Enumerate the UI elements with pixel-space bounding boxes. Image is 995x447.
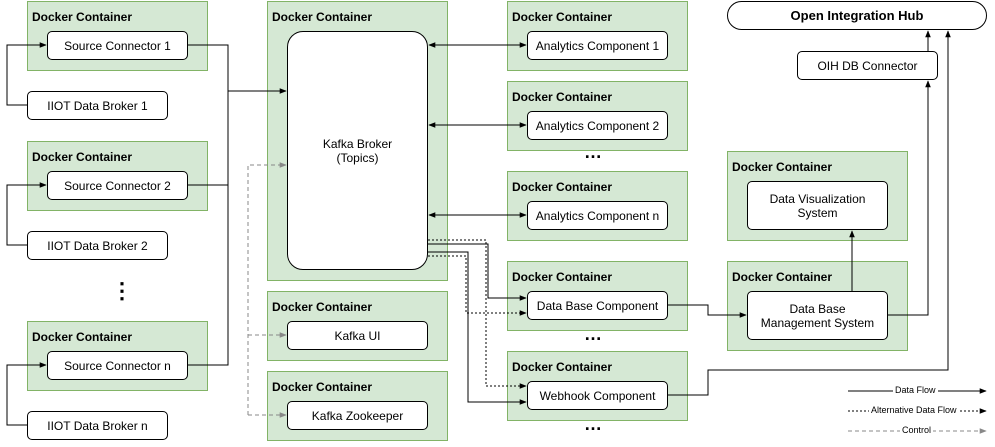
container-title: Docker Container	[272, 10, 373, 24]
container-title: Docker Container	[512, 90, 613, 104]
analytics-component-n[interactable]: Analytics Component n	[527, 201, 668, 230]
legend-data-flow-label: Data Flow	[893, 385, 938, 395]
kafka-ui[interactable]: Kafka UI	[287, 321, 428, 350]
iiot-data-broker-2[interactable]: IIOT Data Broker 2	[27, 231, 168, 260]
container-title: Docker Container	[732, 270, 833, 284]
container-title: Docker Container	[32, 10, 133, 24]
database-component[interactable]: Data Base Component	[527, 291, 668, 320]
iiot-data-broker-n[interactable]: IIOT Data Broker n	[27, 411, 168, 440]
container-title: Docker Container	[32, 150, 133, 164]
database-management-system[interactable]: Data Base Management System	[747, 291, 888, 340]
container-title: Docker Container	[512, 360, 613, 374]
container-title: Docker Container	[732, 160, 833, 174]
kafka-broker[interactable]: Kafka Broker (Topics)	[287, 31, 428, 270]
ellipsis: …	[584, 324, 603, 344]
container-title: Docker Container	[512, 270, 613, 284]
ellipsis: …	[584, 414, 603, 434]
oih-db-connector[interactable]: OIH DB Connector	[797, 51, 938, 80]
container-title: Docker Container	[272, 300, 373, 314]
data-visualization-system[interactable]: Data Visualization System	[747, 181, 888, 230]
vertical-ellipsis: ⋮	[111, 278, 133, 303]
analytics-component-2[interactable]: Analytics Component 2	[527, 111, 668, 140]
source-connector-n[interactable]: Source Connector n	[47, 351, 188, 380]
analytics-component-1[interactable]: Analytics Component 1	[527, 31, 668, 60]
container-title: Docker Container	[512, 180, 613, 194]
webhook-component[interactable]: Webhook Component	[527, 381, 668, 410]
container-title: Docker Container	[512, 10, 613, 24]
source-connector-2[interactable]: Source Connector 2	[47, 171, 188, 200]
legend-alt-flow-label: Alternative Data Flow	[869, 405, 959, 415]
container-title: Docker Container	[272, 380, 373, 394]
iiot-data-broker-1[interactable]: IIOT Data Broker 1	[27, 91, 168, 120]
legend-control-label: Control	[900, 425, 934, 435]
kafka-zookeeper[interactable]: Kafka Zookeeper	[287, 401, 428, 430]
open-integration-hub[interactable]: Open Integration Hub	[727, 1, 987, 30]
ellipsis: …	[584, 142, 603, 162]
container-title: Docker Container	[32, 330, 133, 344]
source-connector-1[interactable]: Source Connector 1	[47, 31, 188, 60]
